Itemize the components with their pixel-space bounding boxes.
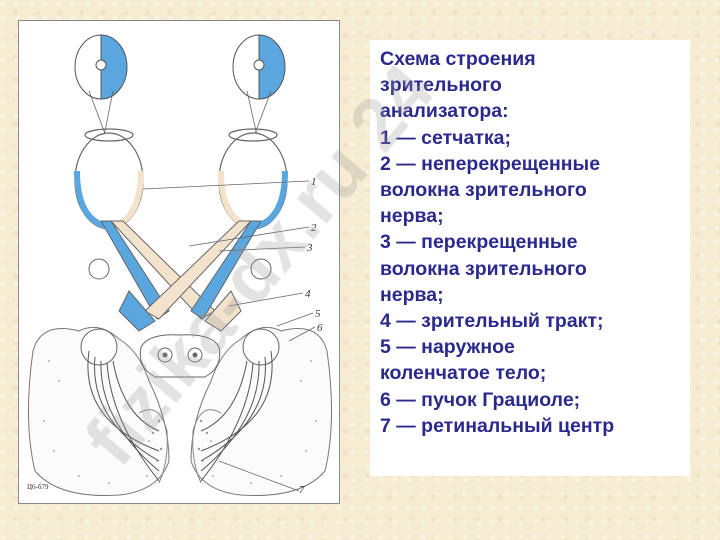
- label-7: 7: [299, 484, 305, 496]
- eyeballs: [74, 128, 288, 230]
- label-5: 5: [315, 308, 321, 320]
- optic-radiation: [87, 350, 273, 482]
- caption-line: нерва;: [380, 283, 444, 306]
- brain-hemispheres: [27, 326, 333, 496]
- caption-line: волокна зрительного: [380, 179, 587, 202]
- caption-line: зрительного: [380, 74, 502, 97]
- caption-line: 5 — наружное: [380, 336, 515, 359]
- caption-line: Схема строения: [380, 48, 536, 70]
- cortex-dots: [43, 360, 317, 484]
- visual-analyzer-figure: 1 2 3 4 5 6 7 Ц6-б79: [18, 20, 340, 504]
- caption-line: нерва;: [380, 205, 444, 228]
- leader-lines: [142, 180, 316, 492]
- left-uncrossed-fibers: [100, 220, 170, 320]
- optic-nerves: [100, 220, 262, 332]
- label-2: 2: [311, 222, 317, 234]
- caption-box: Схема строения зрительного анализатора: …: [370, 40, 690, 476]
- caption-line: 4 — зрительный тракт;: [380, 310, 604, 333]
- caption-line: 2 — неперекрещенные: [380, 152, 601, 175]
- label-1: 1: [311, 176, 317, 188]
- label-3: 3: [306, 242, 313, 254]
- caption-line: коленчатое тело;: [380, 362, 547, 385]
- label-4: 4: [305, 288, 311, 300]
- geniculate-bodies: [80, 258, 280, 366]
- caption-line: 3 — перекрещенные: [380, 231, 578, 254]
- left-hemisphere: [27, 326, 170, 496]
- right-hemisphere: [190, 326, 333, 496]
- caption-line: 7 — ретинальный центр: [380, 414, 615, 437]
- caption-line: анализатора:: [380, 100, 509, 123]
- right-crossed-fibers: [144, 220, 253, 320]
- label-6: 6: [317, 322, 323, 334]
- visual-fields: [74, 34, 286, 100]
- caption-line: 1 — сетчатка;: [380, 126, 511, 149]
- caption-line: 6 — пучок Грациоле;: [380, 388, 581, 411]
- figure-scribble: Ц6-б79: [27, 483, 49, 491]
- caption-line: волокна зрительного: [380, 257, 587, 280]
- figure-labels: 1 2 3 4 5 6 7 Ц6-б79: [27, 176, 323, 496]
- midbrain: [139, 334, 221, 378]
- visual-analyzer-diagram: 1 2 3 4 5 6 7 Ц6-б79: [27, 34, 333, 496]
- right-uncrossed-fibers: [190, 220, 262, 320]
- left-optic-tract: [118, 290, 156, 332]
